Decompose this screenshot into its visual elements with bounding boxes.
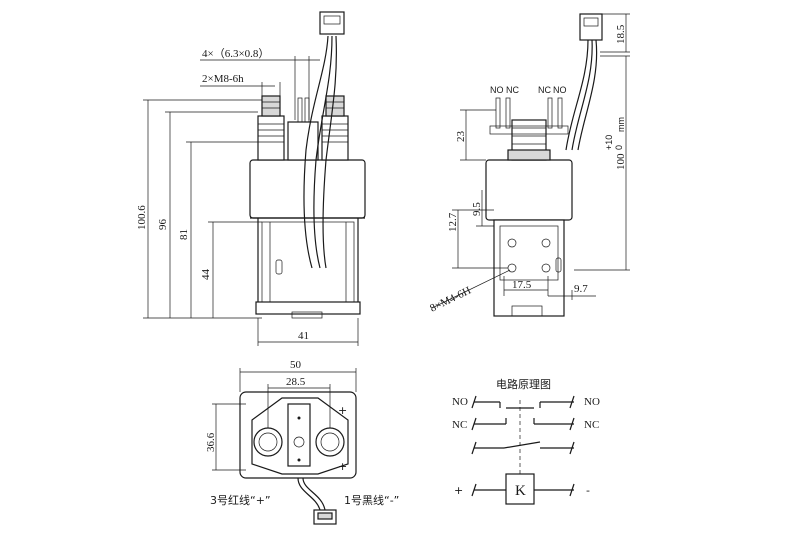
side-cap <box>485 159 573 221</box>
side-view: NO NC NC NO 18.5 100 +10 0 mm 23 12.7 9.… <box>428 13 630 317</box>
coil-plus: + <box>454 484 463 497</box>
circuit-title: 电路原理图 <box>496 378 551 391</box>
dim-81: 81 <box>178 229 190 240</box>
wire-red-label: 3号红线“+” <box>210 493 271 507</box>
dim-wire-length: 100 <box>615 153 627 170</box>
dim-44: 44 <box>200 269 212 281</box>
dim-12-7: 12.7 <box>447 212 459 232</box>
bottom-plus-right: + <box>338 460 347 473</box>
side-wire-connector <box>579 13 603 41</box>
front-base <box>255 301 361 315</box>
coil-box <box>505 473 535 505</box>
side-label-no-right: NO <box>553 85 567 95</box>
dim-18-5: 18.5 <box>615 24 627 44</box>
dim-wire-tolerance: +10 <box>604 135 614 150</box>
circuit-no-right: NO <box>584 396 600 408</box>
dim-23: 23 <box>455 131 467 143</box>
dim-mount-holes: 8×M4-6H <box>428 285 473 315</box>
bottom-plus-top: + <box>338 404 347 417</box>
dim-9-7: 9.7 <box>574 283 588 295</box>
circuit-diagram: 电路原理图 NO NO NC NC K + - <box>452 378 600 505</box>
dim-thread: 2×M8-6h <box>202 73 244 85</box>
bottom-view: + + 50 28.5 36.6 3号红线“+” 1号黑线“-” <box>205 359 399 525</box>
dim-tabs: 4×（6.3×0.8） <box>202 47 269 60</box>
dim-36-6: 36.6 <box>205 432 217 452</box>
dim-50: 50 <box>290 359 302 371</box>
dim-total-height: 100.6 <box>136 205 148 230</box>
bottom-center-block <box>287 403 311 467</box>
side-label-nc-right: NC <box>538 85 551 95</box>
front-view: 4×（6.3×0.8） 2×M8-6h 100.6 96 81 44 41 <box>136 11 366 346</box>
front-terminal-right <box>321 95 349 161</box>
front-terminal-left <box>257 95 285 161</box>
coil-label: K <box>515 483 526 499</box>
side-label-no-left: NO <box>490 85 504 95</box>
wire-black-label: 1号黑线“-” <box>344 493 399 507</box>
dim-28-5: 28.5 <box>286 376 306 388</box>
circuit-nc-left: NC <box>452 419 467 431</box>
front-wire-connector <box>319 11 345 35</box>
dim-9-5: 9.5 <box>471 202 483 216</box>
side-label-nc-left: NC <box>506 85 519 95</box>
dim-17-5: 17.5 <box>512 279 532 291</box>
coil-minus: - <box>586 484 590 497</box>
dim-width: 41 <box>298 330 309 342</box>
front-cap <box>249 159 366 219</box>
dim-96: 96 <box>157 219 169 231</box>
dim-wire-tolerance-low: 0 <box>614 145 624 150</box>
dim-wire-unit: mm <box>616 117 626 132</box>
circuit-no-left: NO <box>452 396 468 408</box>
circuit-nc-right: NC <box>584 419 599 431</box>
